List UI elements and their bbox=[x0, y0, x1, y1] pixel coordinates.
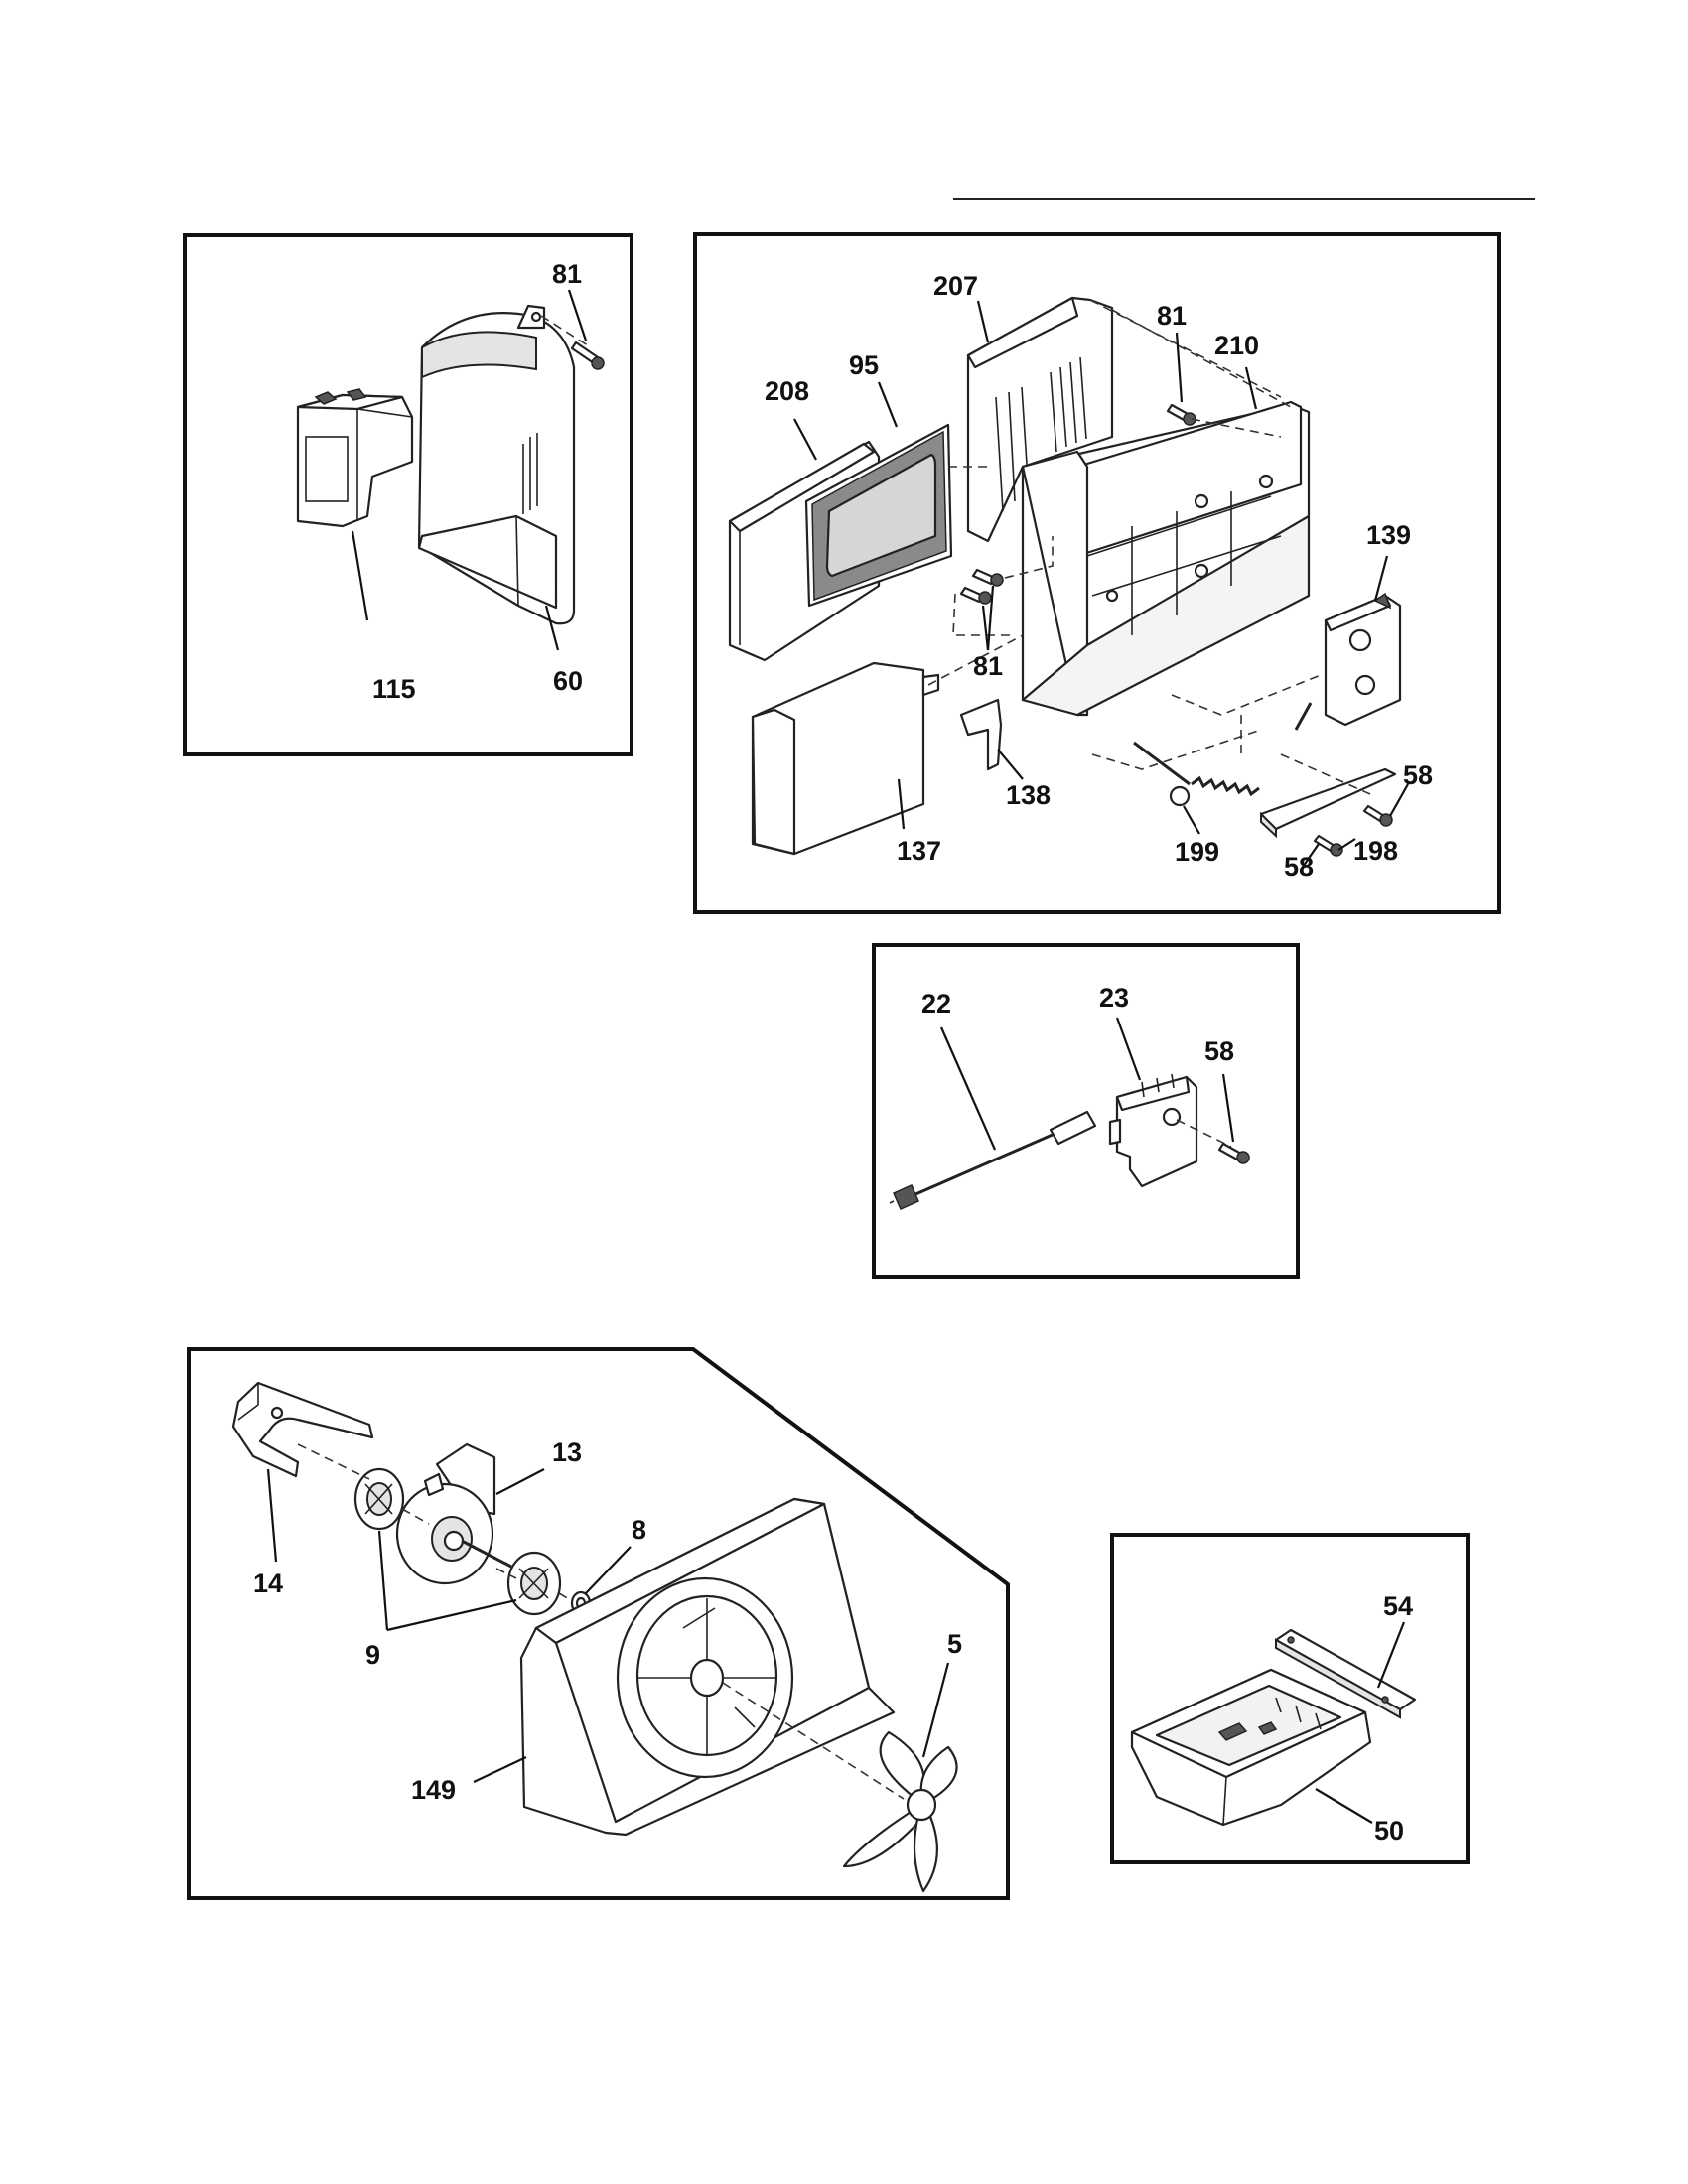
callout-60: 60 bbox=[553, 666, 583, 696]
callout-199: 199 bbox=[1175, 837, 1219, 867]
part-95-filter bbox=[804, 423, 953, 608]
callout-5: 5 bbox=[947, 1629, 962, 1659]
part-9-grommet bbox=[506, 1551, 562, 1616]
part-149-shroud bbox=[519, 1497, 896, 1837]
part-9-grommet bbox=[353, 1467, 405, 1531]
callout-50: 50 bbox=[1374, 1816, 1404, 1845]
part-81-screw bbox=[540, 315, 605, 370]
callout-95: 95 bbox=[849, 350, 879, 380]
part-14-bracket bbox=[231, 1381, 374, 1478]
panel-2-frame bbox=[693, 232, 1501, 914]
callout-149: 149 bbox=[411, 1775, 456, 1805]
panel-2-dash-lines bbox=[927, 299, 1371, 795]
panel-1-frame bbox=[183, 233, 633, 756]
panel-4-frame bbox=[187, 1347, 1010, 1900]
part-139-module bbox=[1324, 592, 1402, 727]
callout-9: 9 bbox=[365, 1640, 380, 1670]
panel-fan-housing-assembly: 81 115 60 bbox=[183, 233, 633, 756]
part-58-screws bbox=[1313, 804, 1393, 857]
panel-4-dash-lines bbox=[297, 1443, 572, 1601]
callout-23: 23 bbox=[1099, 983, 1129, 1013]
callout-13: 13 bbox=[552, 1437, 582, 1467]
callout-14: 14 bbox=[253, 1569, 283, 1598]
part-199-spring-rod bbox=[1133, 702, 1313, 807]
callout-22: 22 bbox=[921, 989, 951, 1019]
part-23-bracket bbox=[1108, 1073, 1198, 1188]
part-207-bracket bbox=[966, 296, 1114, 543]
panel-sensor-assembly: 22 23 58 bbox=[872, 943, 1300, 1279]
part-138-clip bbox=[959, 698, 1003, 771]
callout-58: 58 bbox=[1403, 760, 1433, 790]
part-58-screw bbox=[1176, 1119, 1250, 1164]
part-137-housing bbox=[751, 661, 940, 856]
panel-evaporator-fan-assembly: 13 14 8 9 5 149 bbox=[187, 1347, 1010, 1900]
callout-138: 138 bbox=[1006, 780, 1051, 810]
callout-210: 210 bbox=[1214, 331, 1259, 360]
callout-81: 81 bbox=[973, 651, 1003, 681]
callout-115: 115 bbox=[372, 674, 416, 704]
callout-208: 208 bbox=[765, 376, 809, 406]
part-210-frame bbox=[1021, 400, 1311, 717]
part-115-motor bbox=[296, 388, 414, 528]
callout-58: 58 bbox=[1204, 1036, 1234, 1066]
callout-81: 81 bbox=[552, 259, 582, 289]
callout-137: 137 bbox=[897, 836, 941, 866]
part-22-sensor-wire bbox=[889, 1110, 1097, 1210]
callout-139: 139 bbox=[1366, 520, 1411, 550]
callout-81: 81 bbox=[1157, 301, 1187, 331]
callout-8: 8 bbox=[632, 1515, 646, 1545]
part-5-fan-blade bbox=[722, 1682, 958, 1893]
panel-control-box-assembly: 54 50 bbox=[1110, 1533, 1470, 1864]
callout-207: 207 bbox=[933, 271, 978, 301]
panel-3-frame bbox=[872, 943, 1300, 1279]
part-13-motor bbox=[395, 1442, 512, 1585]
part-50-box bbox=[1130, 1668, 1372, 1827]
callout-54: 54 bbox=[1383, 1591, 1413, 1621]
part-54-strip bbox=[1274, 1628, 1417, 1719]
panel-dispenser-assembly: 207 81 210 95 208 139 81 138 137 58 198 … bbox=[693, 232, 1501, 914]
part-60-housing bbox=[417, 304, 576, 625]
part-81-screws bbox=[959, 403, 1196, 605]
panel-5-frame bbox=[1110, 1533, 1470, 1864]
part-198-plate bbox=[1259, 767, 1397, 839]
callout-58: 58 bbox=[1284, 852, 1314, 882]
callout-198: 198 bbox=[1353, 836, 1398, 866]
